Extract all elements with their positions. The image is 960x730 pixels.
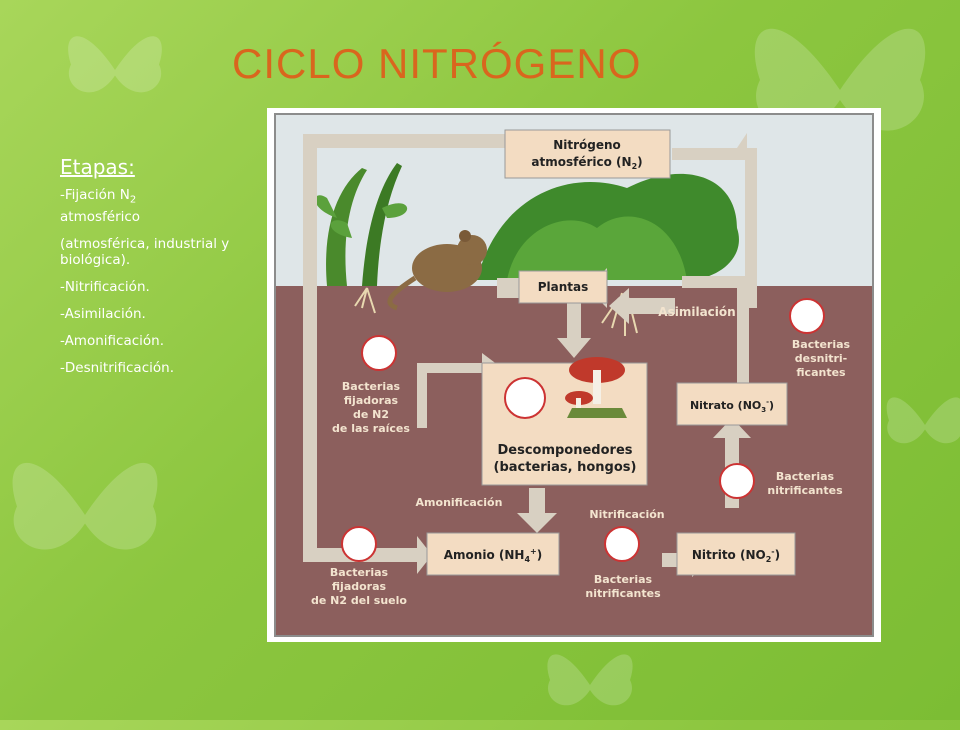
nitrito-box	[676, 532, 796, 576]
svg-text:Nitrógeno: Nitrógeno	[553, 138, 621, 152]
bacteria-icon	[604, 526, 640, 562]
n2-atmospheric-box	[504, 129, 671, 179]
asimilacion-label: Asimilación	[658, 305, 735, 319]
svg-text:fijadoras: fijadoras	[332, 580, 387, 593]
amonio-box	[426, 532, 560, 576]
butterfly-decoration	[754, 28, 926, 131]
amonificacion-label: Amonificación	[416, 496, 503, 509]
nitrogen-cycle-diagram: Nitrógeno atmosférico (N2) Plantas Asimi…	[267, 108, 881, 642]
bacteria-icon	[504, 377, 546, 419]
nitrato-box	[676, 382, 788, 426]
svg-text:desnitri-: desnitri-	[795, 352, 848, 365]
stage-item: -Fijación N2 atmosférico	[60, 187, 141, 225]
bacteria-icon	[719, 463, 755, 499]
stages-panel: Etapas: -Fijación N2 atmosférico (atmosf…	[60, 155, 260, 387]
svg-text:nitrificantes: nitrificantes	[585, 587, 661, 600]
amonio-label: Amonio (NH4+)	[444, 547, 542, 564]
plantas-box	[518, 270, 608, 304]
butterfly-decoration	[886, 397, 960, 444]
svg-text:de N2 del suelo: de N2 del suelo	[311, 594, 407, 607]
mushroom-icon	[565, 357, 627, 418]
plantas-label: Plantas	[538, 280, 589, 294]
slide-title: CICLO NITRÓGENO	[232, 40, 642, 87]
stage-item: -Amonificación.	[60, 332, 165, 349]
svg-text:nitrificantes: nitrificantes	[767, 484, 843, 497]
stage-item: -Nitrificación.	[60, 278, 150, 295]
svg-text:de las raíces: de las raíces	[332, 422, 410, 435]
stage-item: -Asimilación.	[60, 305, 146, 322]
bacterias-nitrificantes-label: Bacterias nitrificantes	[767, 470, 843, 497]
bacteria-icon	[789, 298, 825, 334]
svg-text:Bacterias: Bacterias	[342, 380, 401, 393]
nitrificacion-label: Nitrificación	[589, 508, 664, 521]
plants-illustration	[315, 163, 739, 336]
descomponedores-box	[481, 362, 648, 486]
stages-heading: Etapas:	[60, 155, 135, 179]
bacteria-icon	[341, 526, 377, 562]
bacterias-desnitrificantes-label: Bacterias desnitri- ficantes	[792, 338, 851, 379]
svg-text:fijadoras: fijadoras	[344, 394, 399, 407]
svg-text:ficantes: ficantes	[796, 366, 846, 379]
butterfly-decoration	[547, 654, 633, 706]
butterfly-decoration	[12, 462, 158, 550]
animal-illustration	[387, 230, 487, 311]
svg-text:(bacterias, hongos): (bacterias, hongos)	[494, 460, 637, 475]
nitrito-label: Nitrito (NO2-)	[692, 547, 780, 564]
bacteria-icon	[361, 335, 397, 371]
svg-text:Bacterias: Bacterias	[330, 566, 389, 579]
nitrato-label: Nitrato (NO3-)	[690, 398, 774, 414]
svg-text:Bacterias: Bacterias	[792, 338, 851, 351]
stage-item: (atmosférica, industrial y biológica).	[60, 235, 230, 268]
bacterias-suelo-label: Bacterias fijadoras de N2 del suelo	[311, 566, 407, 607]
butterfly-decoration	[68, 36, 162, 93]
descomp-label: Descomponedores	[497, 443, 632, 458]
svg-text:Bacterias: Bacterias	[594, 573, 653, 586]
svg-text:atmosférico (N2): atmosférico (N2)	[531, 155, 642, 171]
stage-item: -Desnitrificación.	[60, 359, 174, 376]
bacterias-raices-label: Bacterias fijadoras de N2 de las raíces	[332, 380, 410, 435]
svg-text:Bacterias: Bacterias	[776, 470, 835, 483]
bacterias-nitrificantes-bottom-label: Bacterias nitrificantes	[585, 573, 661, 600]
svg-text:de N2: de N2	[353, 408, 389, 421]
cycle-svg: Nitrógeno atmosférico (N2) Plantas Asimi…	[274, 113, 874, 637]
